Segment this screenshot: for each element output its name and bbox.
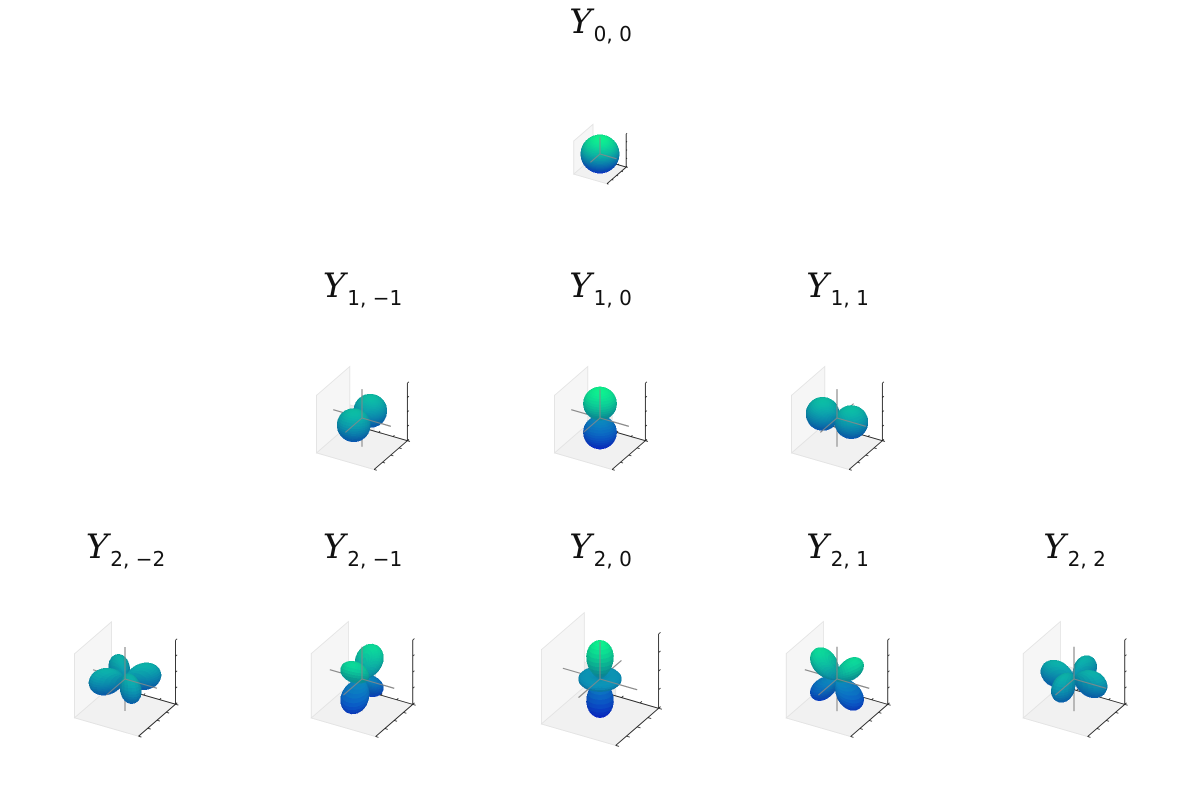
surface-patch (368, 408, 373, 412)
plot-area (315, 365, 411, 471)
x-tick (630, 434, 633, 437)
z-tick (625, 149, 628, 151)
x-tick (617, 163, 620, 166)
y-tick (382, 461, 386, 464)
plot-area (572, 123, 628, 185)
z-tick (625, 141, 628, 143)
z-tick (625, 157, 628, 160)
surface-patch (358, 423, 363, 427)
z-tick (407, 424, 410, 427)
reference-axes-front (345, 389, 391, 433)
reference-axis-line (599, 153, 617, 160)
z-tick (407, 395, 410, 398)
z-tick (645, 410, 648, 413)
y-tick (612, 469, 615, 471)
z-tick (407, 410, 410, 413)
title-subscript: 1, 0 (594, 286, 632, 310)
z-tick (645, 395, 648, 398)
y-tick (645, 440, 649, 442)
y-tick (390, 454, 394, 457)
reference-axis-line (361, 417, 391, 427)
z-tick (645, 381, 648, 384)
title-subscript: 0, 0 (594, 22, 632, 46)
title-symbol: Y (323, 266, 345, 306)
title-symbol: Y (569, 266, 591, 306)
x-tick (392, 434, 395, 437)
surface (336, 393, 388, 443)
title-symbol: Y (569, 2, 591, 42)
title-subscript: 1, −1 (347, 286, 402, 310)
z-tick (645, 424, 648, 427)
surface-patch (361, 422, 366, 427)
y-tick (628, 454, 632, 457)
surface-patch (351, 430, 356, 434)
x-tick (378, 430, 381, 433)
surface-patch (368, 410, 373, 413)
plot-area (553, 365, 649, 471)
reference-axes-front (590, 137, 617, 163)
surface-patch (351, 433, 356, 436)
z-tick (625, 132, 628, 135)
y-tick (407, 440, 411, 442)
y-tick (620, 461, 624, 464)
y-tick (374, 469, 377, 471)
z-tick (407, 381, 410, 384)
reference-axis-line (345, 417, 363, 433)
y-tick (398, 447, 402, 450)
surface (580, 134, 620, 174)
reference-axis-line (590, 153, 601, 163)
y-tick (636, 447, 640, 450)
